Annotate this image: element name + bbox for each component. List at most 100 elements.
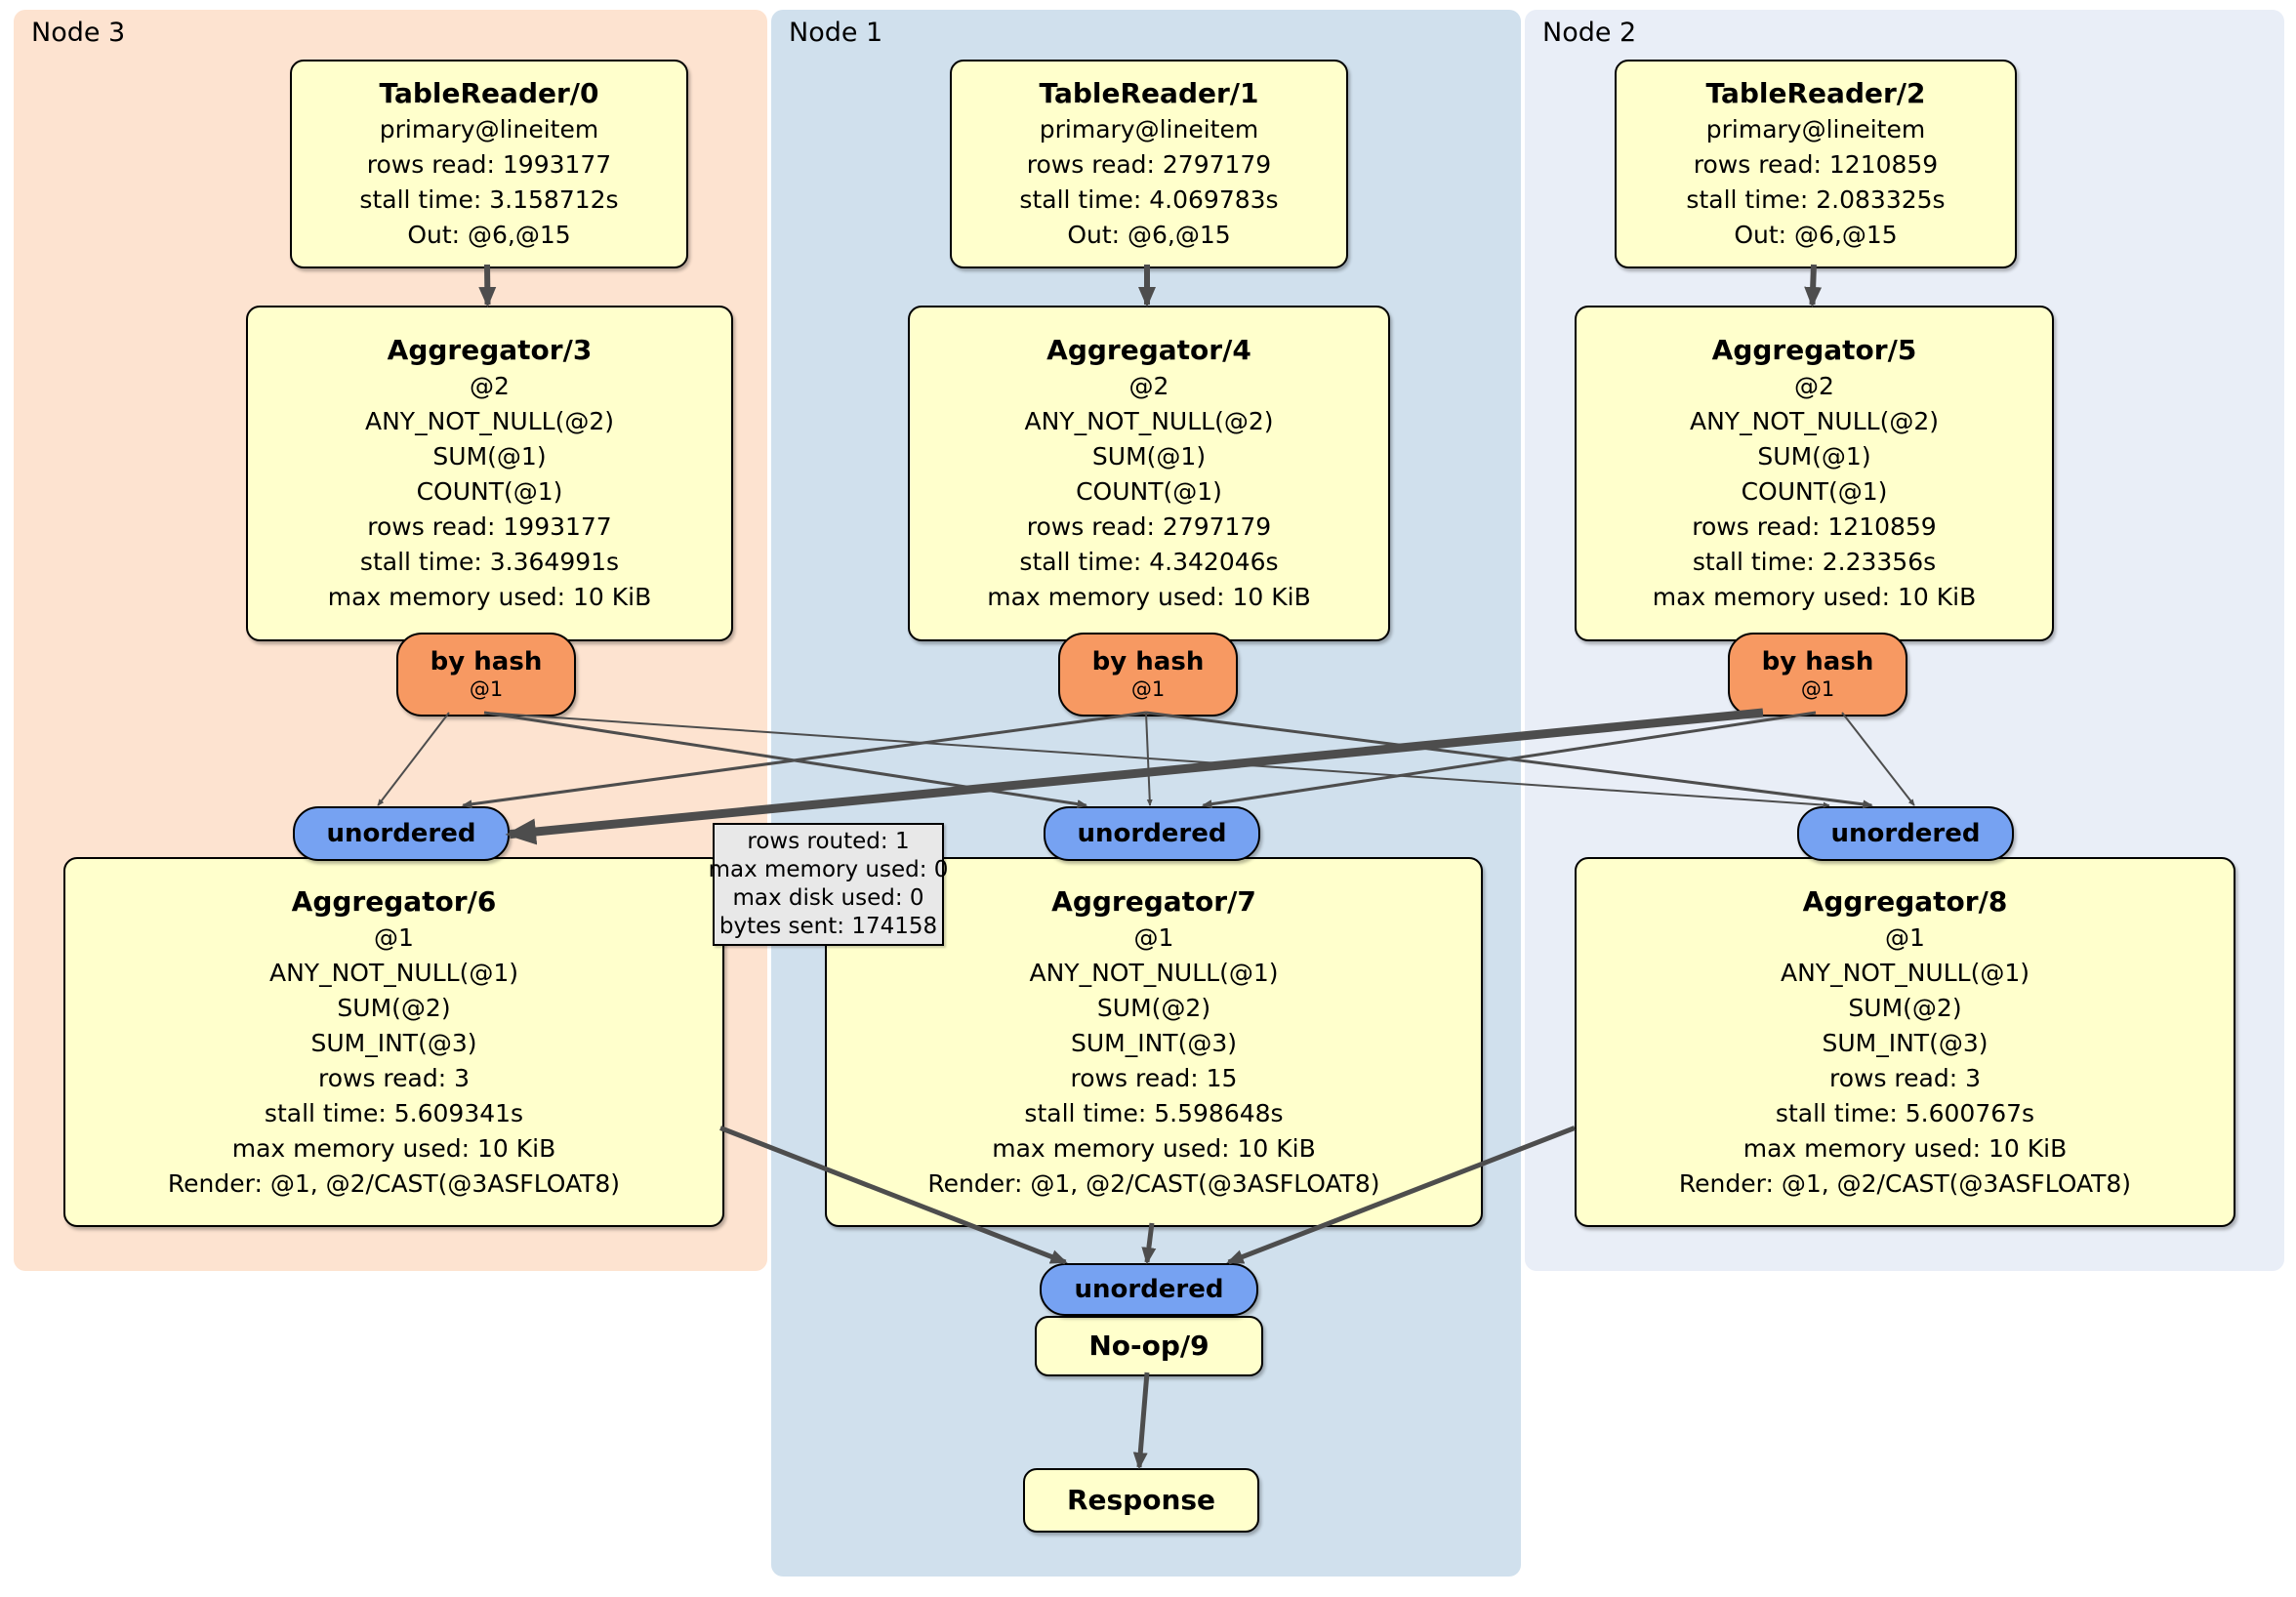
box-line: Out: @6,@15 [407,221,571,249]
box-title-agg5: Aggregator/5 [1711,334,1917,366]
box-line: ANY_NOT_NULL(@1) [269,958,518,987]
badge-label: by hash [1761,647,1874,676]
box-line: rows read: 1993177 [367,512,612,541]
tooltip-line: bytes sent: 174158 [718,914,938,939]
box-line: SUM(@1) [432,442,547,471]
box-line: ANY_NOT_NULL(@2) [1690,407,1939,435]
box-line: max memory used: 10 KiB [1742,1133,2068,1163]
hash-router-badge-bh_n1: by hash@1 [1058,633,1238,717]
box-line: stall time: 4.342046s [1019,548,1279,576]
box-line: COUNT(@1) [1076,477,1222,506]
box-line: stall time: 4.069783s [1019,185,1279,214]
box-title-agg6: Aggregator/6 [291,884,497,918]
box-line: @1 [374,922,414,952]
unordered-sync-badge-u_final: unordered [1040,1263,1258,1316]
region-label-node3: Node 3 [31,18,126,48]
box-line: Out: @6,@15 [1067,221,1231,249]
badge-sublabel: @1 [469,677,504,701]
box-line: stall time: 3.158712s [359,185,619,214]
box-line: max memory used: 10 KiB [987,583,1311,611]
box-line: @2 [1794,372,1834,400]
box-line: stall time: 5.600767s [1775,1098,2035,1127]
box-title-tr1: TableReader/1 [1039,77,1259,109]
region-label-node1: Node 1 [789,18,883,48]
box-line: rows read: 1210859 [1692,512,1937,541]
box-line: primary@lineitem [1039,115,1259,143]
box-line: SUM_INT(@3) [1822,1028,1988,1057]
box-line: primary@lineitem [1705,115,1926,143]
box-line: max memory used: 10 KiB [231,1133,556,1163]
box-line: stall time: 5.609341s [264,1098,524,1127]
box-line: ANY_NOT_NULL(@2) [365,407,614,435]
tooltip-line: max disk used: 0 [732,885,924,911]
box-title-tr2: TableReader/2 [1705,77,1926,109]
box-title-agg3: Aggregator/3 [387,334,593,366]
box-line: Render: @1, @2/CAST(@3ASFLOAT8) [167,1168,621,1198]
box-line: Render: @1, @2/CAST(@3ASFLOAT8) [1678,1168,2132,1198]
box-line: @2 [470,372,510,400]
stream-stats-tooltip: rows routed: 1 max memory used: 0 max disk… [709,823,948,946]
unordered-sync-badge-u_n2: unordered [1797,806,2014,861]
box-line: ANY_NOT_NULL(@2) [1024,407,1274,435]
box-line: SUM_INT(@3) [310,1028,477,1057]
box-title-agg4: Aggregator/4 [1046,334,1251,366]
region-label-node2: Node 2 [1542,18,1637,48]
badge-sublabel: @1 [1130,677,1166,701]
box-response: Response [1023,1468,1259,1533]
box-title-response: Response [1066,1484,1216,1516]
box-title-tr0: TableReader/0 [379,77,599,109]
box-line: max memory used: 10 KiB [992,1133,1316,1163]
box-line: SUM_INT(@3) [1071,1028,1237,1057]
box-line: stall time: 2.083325s [1686,185,1946,214]
box-line: @1 [1885,922,1925,952]
badge-label: unordered [1077,819,1227,848]
box-tr0: TableReader/0 primary@lineitem rows read: … [290,60,688,268]
box-line: SUM(@2) [1848,993,1962,1022]
box-line: max memory used: 10 KiB [327,583,652,611]
box-line: rows read: 1993177 [366,150,612,179]
box-line: SUM(@1) [1091,442,1207,471]
badge-sublabel: @1 [1800,677,1835,701]
box-title-noop: No-op/9 [1088,1330,1210,1362]
box-tr2: TableReader/2 primary@lineitem rows read: … [1615,60,2017,268]
badge-label: unordered [1074,1275,1224,1304]
box-line: rows read: 15 [1070,1063,1238,1092]
box-line: stall time: 5.598648s [1024,1098,1284,1127]
box-line: primary@lineitem [379,115,599,143]
box-line: COUNT(@1) [416,477,563,506]
box-line: rows read: 3 [317,1063,471,1092]
tooltip-line: max memory used: 0 [708,857,949,882]
box-line: @2 [1128,372,1169,400]
box-line: rows read: 2797179 [1026,150,1272,179]
badge-label: by hash [430,647,543,676]
badge-label: unordered [1830,819,1981,848]
box-line: stall time: 3.364991s [359,548,620,576]
box-line: Out: @6,@15 [1734,221,1898,249]
unordered-sync-badge-u_n1: unordered [1044,806,1260,861]
unordered-sync-badge-u_n3: unordered [293,806,510,861]
box-line: rows read: 1210859 [1693,150,1939,179]
box-line: SUM(@2) [1096,993,1211,1022]
box-line: SUM(@2) [337,993,451,1022]
box-line: @1 [1133,922,1174,952]
box-line: Render: @1, @2/CAST(@3ASFLOAT8) [927,1168,1380,1198]
box-noop: No-op/9 [1035,1316,1263,1376]
box-line: max memory used: 10 KiB [1652,583,1977,611]
hash-router-badge-bh_n2: by hash@1 [1728,633,1907,717]
box-line: rows read: 2797179 [1026,512,1272,541]
hash-router-badge-bh_n3: by hash@1 [396,633,576,717]
tooltip-line: rows routed: 1 [747,829,910,854]
box-line: stall time: 2.23356s [1692,548,1937,576]
box-line: SUM(@1) [1757,442,1871,471]
box-line: ANY_NOT_NULL(@1) [1029,958,1279,987]
box-title-agg7: Aggregator/7 [1051,884,1256,918]
box-tr1: TableReader/1 primary@lineitem rows read: … [950,60,1348,268]
box-line: ANY_NOT_NULL(@1) [1781,958,2030,987]
box-line: rows read: 3 [1828,1063,1982,1092]
